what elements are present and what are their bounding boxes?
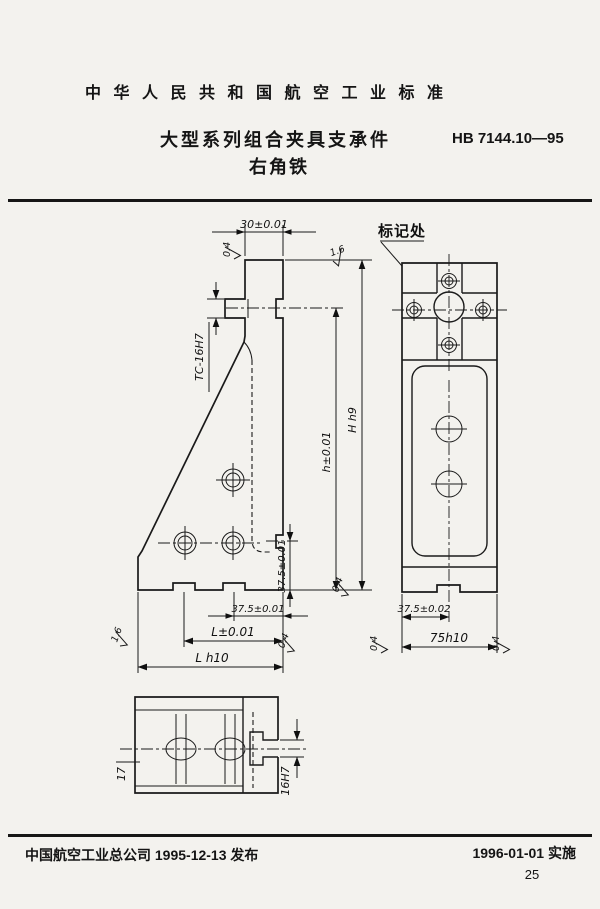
dim-topview-slot-text: 16H7 xyxy=(279,766,292,795)
doc-title-line2: 右角铁 xyxy=(249,157,309,177)
dim-length-partial: L±0.01 xyxy=(183,592,284,647)
svg-text:1.6: 1.6 xyxy=(109,626,125,644)
svg-text:0.4: 0.4 xyxy=(276,632,292,650)
dim-front-slot-offset: 37.5±0.02 xyxy=(398,594,451,653)
side-view-holes xyxy=(158,463,262,560)
dim-height-to-slot-text: h±0.01 xyxy=(320,432,333,473)
dim-top-width: 30±0.01 xyxy=(212,218,316,256)
dim-front-width-text: 75h10 xyxy=(430,631,469,645)
implementation-line: 1996-01-01 实施 xyxy=(472,845,576,861)
front-view: 37.5±0.02 75h10 0.4 0.4 xyxy=(369,254,511,654)
standard-title: 中华人民共和国航空工业标准 xyxy=(85,85,456,102)
cross-slot-pattern xyxy=(402,263,497,361)
dim-length-overall-text: L h10 xyxy=(195,651,229,665)
roughness-mark-top-face: 1.6 xyxy=(329,244,347,267)
top-view: 16H7 17 xyxy=(115,696,306,796)
roughness-mark-right-end: 0.4 xyxy=(276,632,296,653)
dim-slot-spec: TC-16H7 xyxy=(193,282,224,392)
header-rule xyxy=(8,199,592,202)
dim-front-width: 75h10 xyxy=(401,594,498,653)
front-view-outline xyxy=(401,262,498,593)
svg-text:1.6: 1.6 xyxy=(329,244,347,260)
dim-height-overall: H h9 xyxy=(285,259,372,591)
roughness-mark-front-left: 0.4 xyxy=(369,636,389,654)
t-slot-profile xyxy=(249,731,278,766)
roughness-mark-left-end: 1.6 xyxy=(109,626,129,647)
marking-note-text: 标记处 xyxy=(377,222,426,240)
side-view-outline xyxy=(137,259,284,591)
dim-base-slot-span: 37.5±0.01 xyxy=(208,592,308,673)
doc-title-line1: 大型系列组合夹具支承件 xyxy=(160,130,391,150)
footer-rule xyxy=(8,834,592,837)
dim-front-slot-offset-text: 37.5±0.02 xyxy=(398,604,451,615)
standard-number: HB 7144.10—95 xyxy=(452,130,564,147)
roughness-mark-front-right: 0.4 xyxy=(491,636,511,654)
dim-top-width-text: 30±0.01 xyxy=(240,218,288,231)
svg-text:0.4: 0.4 xyxy=(369,636,380,651)
dim-slot-to-base-text: 37.5±0.01 xyxy=(277,540,288,593)
marking-note: 标记处 xyxy=(377,222,426,267)
publisher-line: 中国航空工业总公司 1995-12-13 发布 xyxy=(25,847,259,863)
small-holes xyxy=(406,273,491,353)
roughness-mark-base-bottom: 0.4 xyxy=(330,576,350,597)
dim-height-to-slot: h±0.01 xyxy=(320,307,340,591)
side-view: 30±0.01 TC-16H7 h±0.01 H h9 xyxy=(109,218,372,673)
dim-topview-side-text: 17 xyxy=(115,767,128,781)
svg-text:0.4: 0.4 xyxy=(491,636,502,651)
rib-fillet xyxy=(243,341,253,361)
rib-hidden-edge xyxy=(251,360,270,553)
dim-base-slot-span-text: 37.5±0.01 xyxy=(232,604,285,615)
dim-height-overall-text: H h9 xyxy=(346,407,359,433)
dim-topview-slot: 16H7 xyxy=(279,719,304,796)
dim-topview-side: 17 xyxy=(115,761,140,781)
dim-length-overall: L h10 xyxy=(137,592,284,673)
dim-slot-to-base: 37.5±0.01 xyxy=(277,524,294,607)
recess-slot-outline xyxy=(411,365,488,557)
svg-text:0.4: 0.4 xyxy=(330,576,346,594)
roughness-mark-top-left: 0.4 xyxy=(222,242,242,260)
page-number: 25 xyxy=(524,867,540,882)
dim-slot-spec-text: TC-16H7 xyxy=(193,333,206,381)
top-view-outline xyxy=(134,696,279,794)
svg-text:0.4: 0.4 xyxy=(222,242,233,257)
recess-holes xyxy=(431,415,467,498)
dim-length-partial-text: L±0.01 xyxy=(211,625,254,639)
